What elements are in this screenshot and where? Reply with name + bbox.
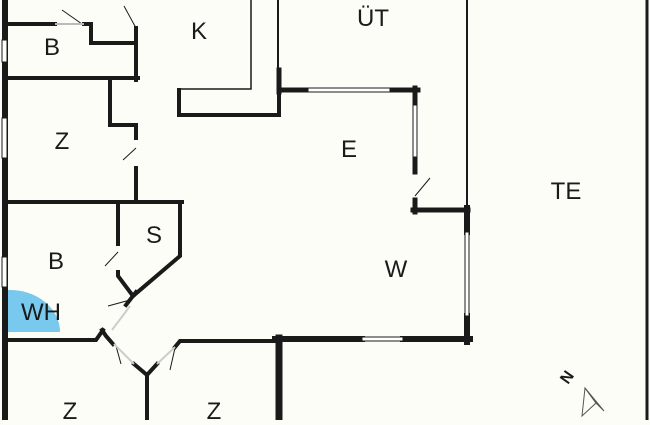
room-label-entrance: E bbox=[340, 136, 358, 163]
windows bbox=[1, 39, 470, 342]
room-label-bedroom-mid: Z bbox=[54, 128, 70, 155]
whirlpool-shape bbox=[8, 289, 61, 332]
room-label-utility: ÜT bbox=[357, 5, 389, 32]
compass-icon bbox=[581, 386, 605, 418]
room-label-living: W bbox=[384, 256, 408, 283]
room-label-bathroom-top: B bbox=[43, 34, 61, 61]
room-label-bathroom-bottom: B bbox=[47, 248, 65, 275]
door-swings bbox=[55, 5, 431, 371]
room-label-kitchen: K bbox=[190, 18, 208, 45]
room-label-whirlpool: WH bbox=[21, 299, 61, 326]
room-label-bedroom-bottom-left: Z bbox=[62, 398, 78, 425]
room-label-terrace: TE bbox=[550, 178, 582, 205]
room-label-bedroom-bottom-right: Z bbox=[206, 398, 222, 425]
room-label-storage: S bbox=[145, 222, 163, 249]
